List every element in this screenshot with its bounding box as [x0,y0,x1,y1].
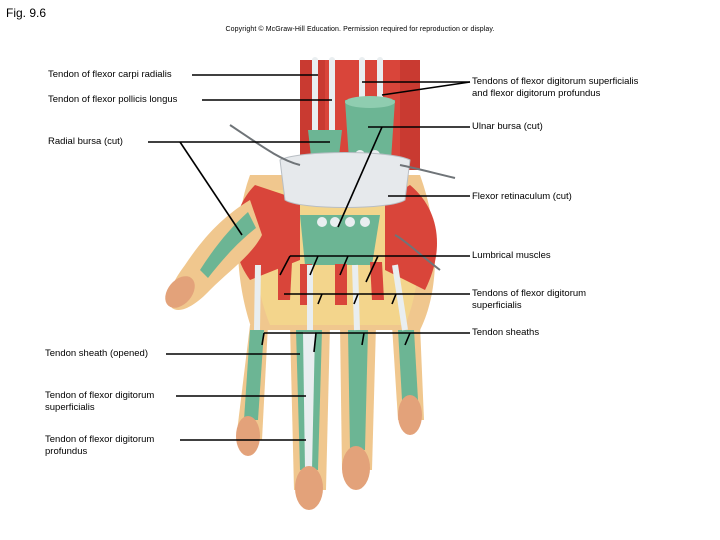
label-fds-left-line2: superficialis [45,402,95,413]
fingers [236,325,424,510]
label-tendon-sheath-opened: Tendon sheath (opened) [45,348,148,359]
thumb-nail [165,276,195,308]
label-radial-bursa: Radial bursa (cut) [48,136,123,147]
label-lumbrical-muscles: Lumbrical muscles [472,250,551,261]
retractor-hooks [229,124,456,271]
label-fds-fdp-line1: Tendons of flexor digitorum superficiali… [472,76,639,87]
label-fds-fdp-tendons: Tendons of flexor digitorum superficiali… [472,76,638,100]
label-fds-tendons-right: Tendons of flexor digitorum superficiali… [472,288,586,312]
label-fds-fdp-line2: and flexor digitorum profundus [472,88,601,99]
label-tendon-sheaths: Tendon sheaths [472,327,540,338]
label-fds-right-line1: Tendons of flexor digitorum [472,288,587,299]
flexor-retinaculum [279,152,411,208]
copyright-notice: Copyright © McGraw-Hill Education. Permi… [225,26,495,33]
label-fds-right-line2: superficialis [472,300,522,311]
label-fdp-left-line2: profundus [45,446,88,457]
figure-number: Fig. 9.6 [6,6,47,20]
label-fdp-left-line1: Tendon of flexor digitorum [45,434,155,445]
label-fdp-tendon-left: Tendon of flexor digitorum profundus [45,434,154,458]
label-flexor-carpi-radialis: Tendon of flexor carpi radialis [48,69,172,80]
label-flexor-retinaculum: Flexor retinaculum (cut) [472,191,572,202]
palm-tendon-group [300,215,380,265]
label-flexor-pollicis-longus: Tendon of flexor pollicis longus [48,94,178,105]
leader-lines [148,74,471,441]
label-ulnar-bursa: Ulnar bursa (cut) [472,121,543,132]
label-fds-tendon-left: Tendon of flexor digitorum superficialis [45,390,154,414]
label-fds-left-line1: Tendon of flexor digitorum [45,390,155,401]
hypothenar-muscle [385,185,437,290]
